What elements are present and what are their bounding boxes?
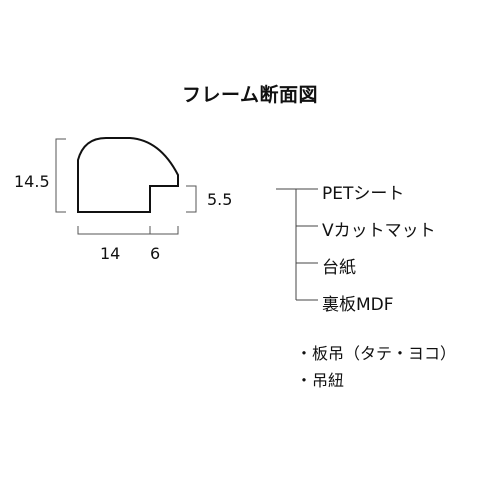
frame-profile-outline [77, 137, 179, 213]
layer-v-cut-mat: Vカットマット [322, 221, 436, 241]
height-dimension-label: 14.5 [14, 172, 50, 191]
note-hanger-plate: ・板吊（タテ・ヨコ） [296, 344, 457, 363]
lip-height-dimension-label: 5.5 [207, 190, 233, 209]
lip-height-bracket [186, 185, 197, 213]
width-bracket-lip [150, 226, 179, 235]
height-bracket [55, 138, 66, 213]
main-width-dimension-label: 14 [100, 244, 121, 263]
layer-pet-sheet: PETシート [322, 184, 405, 204]
lip-width-dimension-label: 6 [150, 244, 161, 263]
width-bracket-main [77, 226, 151, 235]
diagram-title: フレーム断面図 [182, 84, 318, 106]
layer-backing-board: 台紙 [322, 258, 356, 278]
layer-mdf-back-panel: 裏板MDF [322, 295, 394, 315]
note-hanging-cord: ・吊紐 [296, 371, 345, 390]
